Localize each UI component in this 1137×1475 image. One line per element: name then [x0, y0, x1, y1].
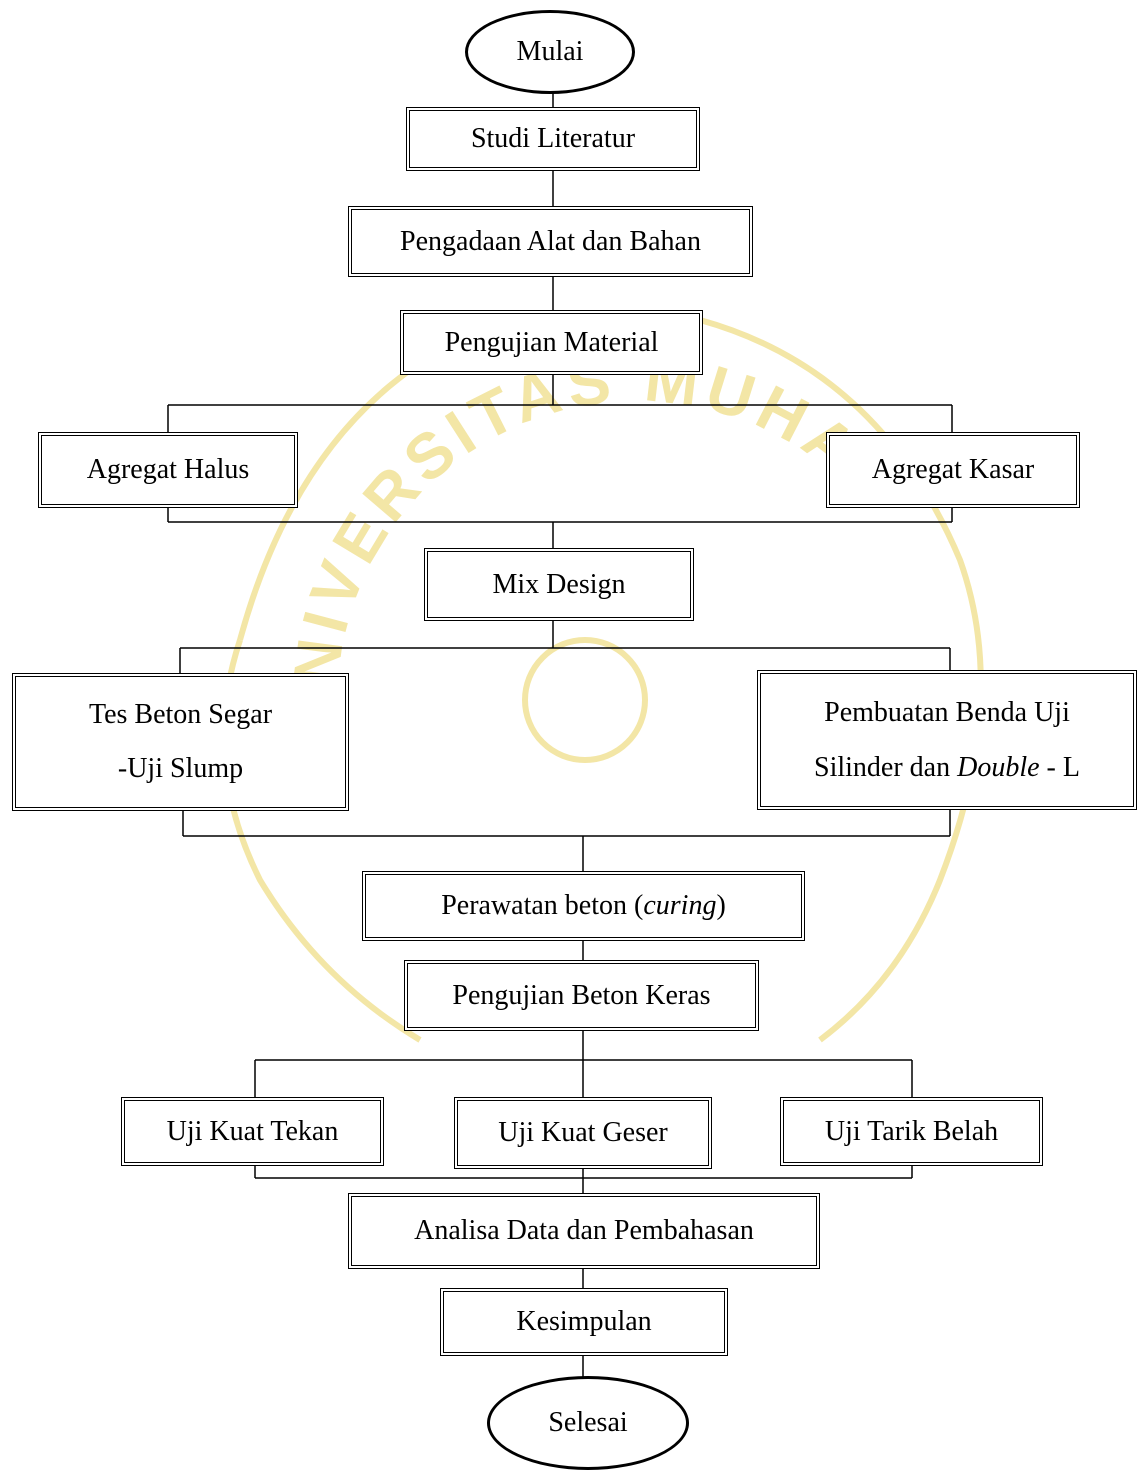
- pembuatan-benda-uji-box: Pembuatan Benda Uji Silinder dan Double …: [757, 670, 1137, 810]
- agregat-kasar-label: Agregat Kasar: [871, 454, 1035, 486]
- end-terminal: Selesai: [487, 1376, 689, 1470]
- agregat-halus-label: Agregat Halus: [86, 454, 250, 486]
- perawatan-beton-box: Perawatan beton (curing): [362, 871, 805, 941]
- curing-text: curing: [643, 890, 717, 922]
- uji-kuat-geser-box: Uji Kuat Geser: [454, 1097, 712, 1169]
- pengujian-beton-keras-box: Pengujian Beton Keras: [404, 960, 759, 1031]
- kesimpulan-label: Kesimpulan: [516, 1306, 652, 1338]
- end-label: Selesai: [548, 1407, 628, 1438]
- perawatan-beton-label: Perawatan beton (curing): [441, 889, 726, 923]
- kesimpulan-box: Kesimpulan: [440, 1288, 728, 1356]
- analisa-data-box: Analisa Data dan Pembahasan: [348, 1193, 820, 1269]
- uji-kuat-tekan-label: Uji Kuat Tekan: [166, 1115, 339, 1147]
- uji-tarik-belah-label: Uji Tarik Belah: [824, 1115, 999, 1147]
- double-text: Double: [957, 751, 1040, 783]
- pengujian-material-box: Pengujian Material: [400, 310, 703, 375]
- mix-design-box: Mix Design: [424, 548, 694, 621]
- analisa-data-label: Analisa Data dan Pembahasan: [414, 1215, 754, 1247]
- start-terminal: Mulai: [465, 10, 635, 94]
- agregat-kasar-box: Agregat Kasar: [826, 432, 1080, 508]
- pengadaan-box: Pengadaan Alat dan Bahan: [348, 206, 753, 277]
- perawatan-text: Perawatan beton (: [441, 890, 644, 922]
- pengujian-material-label: Pengujian Material: [444, 326, 659, 358]
- studi-literatur-box: Studi Literatur: [406, 107, 700, 171]
- silinder-text: Silinder dan: [814, 751, 958, 783]
- watermark-emblem: [522, 637, 648, 763]
- uji-kuat-geser-label: Uji Kuat Geser: [498, 1117, 668, 1149]
- uji-tarik-belah-box: Uji Tarik Belah: [780, 1097, 1043, 1166]
- pembuatan-benda-uji-label: Pembuatan Benda Uji: [824, 696, 1070, 728]
- start-label: Mulai: [516, 36, 584, 67]
- uji-kuat-tekan-box: Uji Kuat Tekan: [121, 1097, 384, 1166]
- silinder-double-l-label: Silinder dan Double - L: [814, 751, 1080, 785]
- pengadaan-label: Pengadaan Alat dan Bahan: [400, 225, 701, 257]
- tes-beton-segar-label: Tes Beton Segar: [88, 698, 273, 730]
- agregat-halus-box: Agregat Halus: [38, 432, 298, 508]
- l-text: - L: [1039, 751, 1080, 783]
- studi-literatur-label: Studi Literatur: [470, 123, 636, 155]
- perawatan-close-text: ): [716, 890, 726, 922]
- tes-beton-segar-box: Tes Beton Segar -Uji Slump: [12, 673, 349, 811]
- pengujian-beton-keras-label: Pengujian Beton Keras: [452, 979, 711, 1011]
- watermark-outline: [237, 310, 984, 1043]
- mix-design-label: Mix Design: [492, 568, 626, 600]
- uji-slump-label: -Uji Slump: [117, 753, 244, 785]
